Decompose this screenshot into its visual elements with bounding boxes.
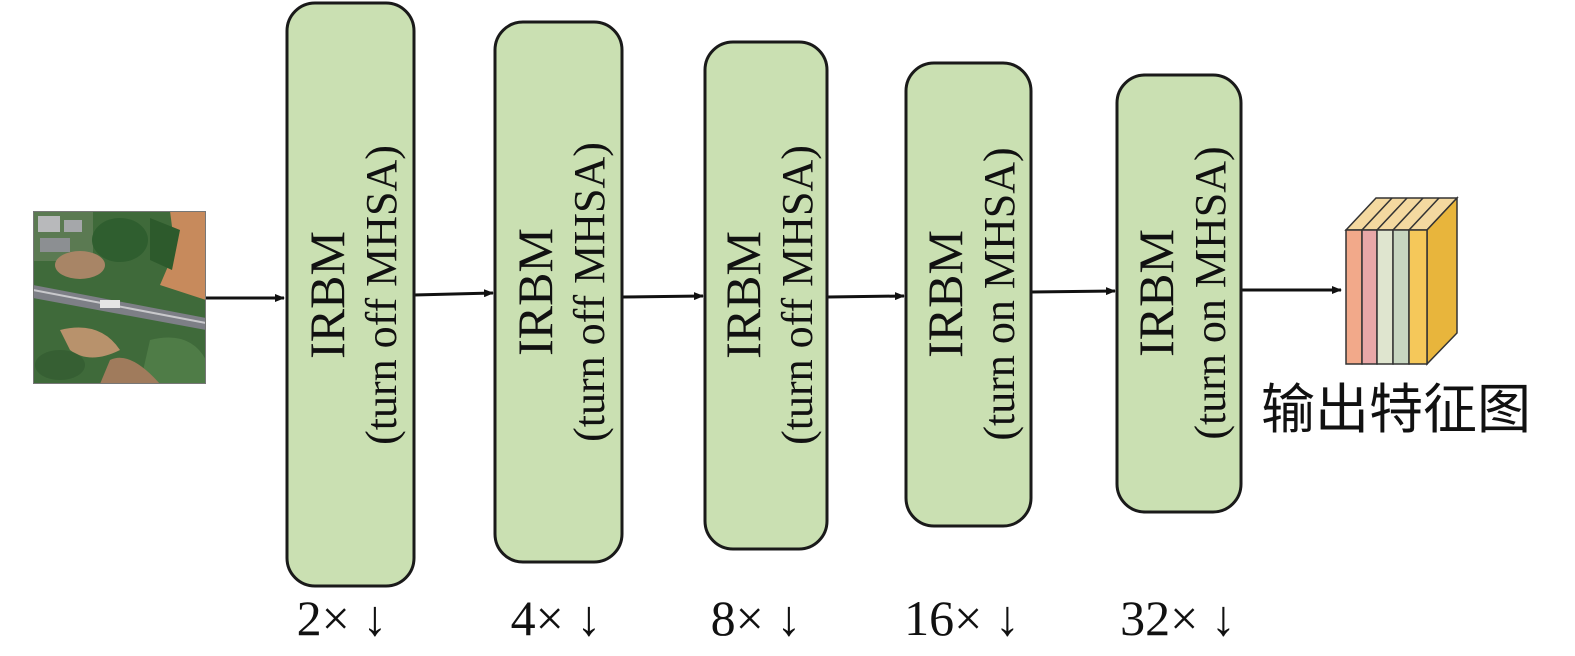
irbm-block-box bbox=[493, 20, 624, 564]
arrow-block-3-to-block-4 bbox=[827, 292, 905, 301]
irbm-block-box bbox=[904, 61, 1033, 528]
feature-map-stack-icon bbox=[1344, 196, 1459, 366]
aerial-image-icon bbox=[33, 211, 206, 384]
irbm-block-title: IRBM bbox=[715, 231, 771, 359]
arrow-block-2-to-block-3 bbox=[621, 292, 704, 301]
irbm-block-subtitle: (turn on MHSA) bbox=[1186, 146, 1235, 439]
feature-slice bbox=[1376, 229, 1394, 365]
irbm-block-1: IRBM (turn off MHSA) 2× ↓ bbox=[285, 1, 416, 646]
irbm-block-title: IRBM bbox=[917, 230, 973, 358]
downsample-label: 16× ↓ bbox=[904, 590, 1020, 646]
feature-slice bbox=[1392, 229, 1410, 365]
irbm-block-subtitle: (turn off MHSA) bbox=[565, 142, 614, 442]
flow-arrows bbox=[206, 286, 1342, 302]
irbm-block-3: IRBM (turn off MHSA) 8× ↓ bbox=[703, 40, 829, 646]
downsample-label: 8× ↓ bbox=[711, 590, 802, 646]
irbm-block-2: IRBM (turn off MHSA) 4× ↓ bbox=[493, 20, 624, 646]
irbm-block-title: IRBM bbox=[507, 228, 563, 356]
feature-slice bbox=[1408, 229, 1428, 365]
irbm-block-box bbox=[285, 1, 416, 588]
irbm-block-title: IRBM bbox=[299, 231, 355, 359]
irbm-block-5: IRBM (turn on MHSA) 32× ↓ bbox=[1115, 73, 1243, 646]
irbm-block-4: IRBM (turn on MHSA) 16× ↓ bbox=[904, 61, 1033, 646]
downsample-label: 2× ↓ bbox=[297, 590, 388, 646]
irbm-block-subtitle: (turn off MHSA) bbox=[773, 145, 822, 445]
feature-slice bbox=[1345, 229, 1363, 365]
irbm-block-box bbox=[703, 40, 829, 551]
irbm-block-subtitle: (turn off MHSA) bbox=[357, 145, 406, 445]
irbm-block-box bbox=[1115, 73, 1243, 514]
arrow-block-1-to-block-2 bbox=[413, 289, 494, 298]
downsample-label: 32× ↓ bbox=[1120, 590, 1236, 646]
irbm-block-title: IRBM bbox=[1128, 229, 1184, 357]
downsample-label: 4× ↓ bbox=[511, 590, 602, 646]
arrow-block-4-to-block-5 bbox=[1030, 287, 1116, 296]
irbm-block-subtitle: (turn on MHSA) bbox=[975, 147, 1024, 440]
feature-slice bbox=[1361, 229, 1378, 365]
output-feature-map-label: 输出特征图 bbox=[1261, 378, 1531, 441]
